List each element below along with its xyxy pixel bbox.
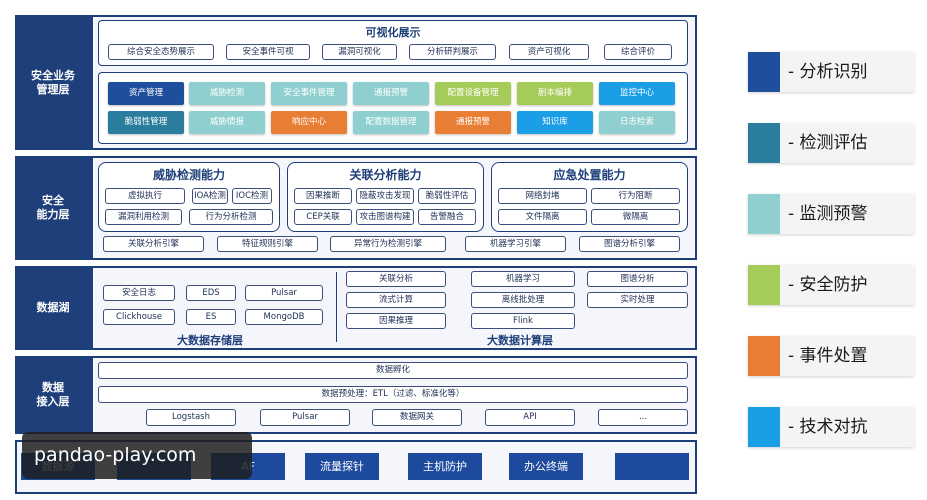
- module-tile: 威胁检测: [189, 82, 265, 105]
- capability-title: 应急处置能力: [553, 168, 626, 182]
- capability-item: 微隔离: [591, 209, 680, 225]
- storage-item: MongoDB: [245, 309, 323, 325]
- visual-item: 安全事件可视: [226, 44, 310, 60]
- visualization-title: 可视化展示: [365, 26, 421, 39]
- visual-item: 综合安全态势展示: [108, 44, 214, 60]
- capability-item: 脆弱性评估: [418, 188, 476, 204]
- capability-item: 告警融合: [418, 209, 476, 225]
- storage-title: 大数据存储层: [177, 334, 243, 347]
- capability-item: 隐蔽攻击发现: [356, 188, 414, 204]
- compute-item: 流式计算: [346, 292, 446, 308]
- access-source: API: [485, 409, 575, 426]
- compute-item: 图谱分析: [587, 271, 688, 287]
- data-preprocess: 数据预处理：ETL（过滤、标准化等）: [98, 386, 688, 403]
- access-source: 数据网关: [372, 409, 462, 426]
- legend-item: - 监测预警: [748, 194, 914, 234]
- module-tile: 知识库: [517, 111, 593, 134]
- module-tile: 监控中心: [599, 82, 675, 105]
- visual-item: 分析研判展示: [409, 44, 496, 60]
- compute-item: 离线批处理: [471, 292, 575, 308]
- layer-label-access: 数据 接入层: [15, 356, 91, 434]
- access-source: ...: [598, 409, 688, 426]
- compute-item: 关联分析: [346, 271, 446, 287]
- access-source: Pulsar: [260, 409, 350, 426]
- legend-item: - 安全防护: [748, 265, 914, 305]
- capability-item: 网络封堵: [498, 188, 587, 204]
- module-tile: 通报预警: [353, 82, 429, 105]
- layer-label-business: 安全业务 管理层: [15, 15, 91, 150]
- legend-label: - 事件处置: [788, 346, 868, 366]
- module-tile: 通报预警: [435, 111, 511, 134]
- legend-label: - 分析识别: [788, 62, 868, 82]
- module-tile: 安全事件管理: [271, 82, 347, 105]
- capability-item: 文件隔离: [498, 209, 587, 225]
- legend-swatch: [748, 52, 780, 92]
- storage-item: Pulsar: [245, 285, 323, 301]
- layer-label-lake: 数据湖: [15, 266, 91, 350]
- module-tile: 配置设备管理: [435, 82, 511, 105]
- storage-item: 安全日志: [103, 285, 175, 301]
- engine-item: 特征规则引擎: [217, 236, 318, 252]
- visual-item: 漏洞可视化: [322, 44, 397, 60]
- capability-item: IOA检测: [192, 188, 228, 204]
- layer-label-ability: 安全 能力层: [15, 156, 91, 260]
- storage-item: EDS: [186, 285, 236, 301]
- capability-item: 因果推断: [294, 188, 352, 204]
- capability-title: 威胁检测能力: [152, 168, 225, 182]
- module-tile: 日志检索: [599, 111, 675, 134]
- engine-item: 图谱分析引擎: [579, 236, 680, 252]
- data-incubation: 数据孵化: [98, 362, 688, 379]
- bottom-item: 流量探针: [305, 453, 379, 480]
- capability-item: CEP关联: [294, 209, 352, 225]
- legend-item: - 分析识别: [748, 52, 914, 92]
- lake-divider: [336, 272, 337, 342]
- capability-item: 行为分析检测: [189, 209, 273, 225]
- storage-item: Clickhouse: [103, 309, 175, 325]
- bottom-item: 主机防护: [408, 453, 482, 480]
- module-tile: 剧本编排: [517, 82, 593, 105]
- legend-swatch: [748, 407, 780, 447]
- compute-title: 大数据计算层: [487, 334, 553, 347]
- capability-item: 攻击图谱构建: [356, 209, 414, 225]
- legend-label: - 安全防护: [788, 275, 868, 295]
- module-tile: 资产管理: [108, 82, 184, 105]
- legend-label: - 技术对抗: [788, 417, 868, 437]
- bottom-item: 办公终端: [509, 453, 583, 480]
- visual-item: 资产可视化: [509, 44, 589, 60]
- capability-item: 漏洞利用检测: [105, 209, 182, 225]
- legend-swatch: [748, 336, 780, 376]
- legend-swatch: [748, 265, 780, 305]
- legend-item: - 技术对抗: [748, 407, 914, 447]
- legend-swatch: [748, 123, 780, 163]
- module-tile: 脆弱性管理: [108, 111, 184, 134]
- module-tile: 威胁情报: [189, 111, 265, 134]
- engine-item: 关联分析引擎: [103, 236, 204, 252]
- compute-item: Flink: [471, 313, 575, 329]
- storage-item: ES: [186, 309, 236, 325]
- module-tile: 响应中心: [271, 111, 347, 134]
- engine-item: 机器学习引擎: [465, 236, 566, 252]
- legend-swatch: [748, 194, 780, 234]
- engine-item: 异常行为检测引擎: [330, 236, 446, 252]
- watermark: pandao-play.com: [22, 432, 252, 479]
- capability-item: 虚拟执行: [105, 188, 185, 204]
- compute-item: 实时处理: [587, 292, 688, 308]
- capability-title: 关联分析能力: [349, 168, 422, 182]
- legend-item: - 检测评估: [748, 123, 914, 163]
- legend-label: - 检测评估: [788, 133, 868, 153]
- compute-item: 机器学习: [471, 271, 575, 287]
- compute-item: 因果推理: [346, 313, 446, 329]
- capability-item: 行为阻断: [591, 188, 680, 204]
- legend-item: - 事件处置: [748, 336, 914, 376]
- bottom-item: [615, 453, 689, 480]
- access-source: Logstash: [146, 409, 236, 426]
- module-tile: 配置数据管理: [353, 111, 429, 134]
- legend-label: - 监测预警: [788, 204, 868, 224]
- capability-item: IOC检测: [232, 188, 272, 204]
- visual-item: 综合评价: [604, 44, 672, 60]
